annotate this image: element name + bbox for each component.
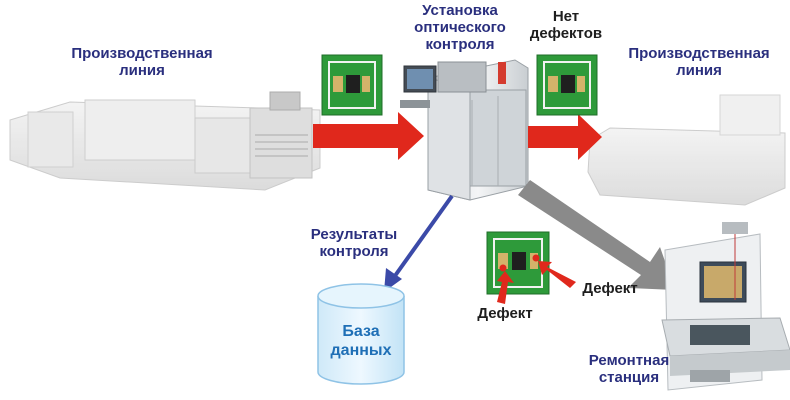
defect-label-right: Дефект bbox=[582, 280, 638, 297]
flow-arrow-in bbox=[313, 112, 424, 160]
defect-label-bottom: Дефект bbox=[477, 305, 533, 322]
pcb-board-icon-right bbox=[536, 54, 598, 116]
no-defects-label: Нет дефектов bbox=[529, 8, 603, 42]
repair-station-label: Ремонтная станция bbox=[588, 352, 670, 386]
defect-pointer-bottom bbox=[497, 271, 514, 304]
defect-flow-arrow bbox=[518, 180, 675, 290]
flow-arrow-out bbox=[528, 114, 602, 160]
production-line-right-label: Производственная линия bbox=[628, 45, 770, 79]
defect-marker bbox=[499, 264, 507, 272]
defect-marker bbox=[532, 254, 540, 262]
repair-station-icon bbox=[661, 222, 790, 391]
inspection-results-label: Результаты контроля bbox=[310, 226, 398, 260]
pcb-board-icon-left bbox=[321, 54, 383, 116]
aoi-station-label: Установка оптического контроля bbox=[414, 2, 506, 53]
database-label: База данных bbox=[330, 323, 392, 359]
defect-pointer-right bbox=[538, 261, 576, 288]
production-line-left-icon bbox=[9, 91, 321, 191]
database-icon bbox=[317, 283, 405, 385]
production-line-right-icon bbox=[587, 94, 786, 206]
aoi-machine-icon bbox=[400, 59, 529, 201]
production-line-left-label: Производственная линия bbox=[71, 45, 213, 79]
